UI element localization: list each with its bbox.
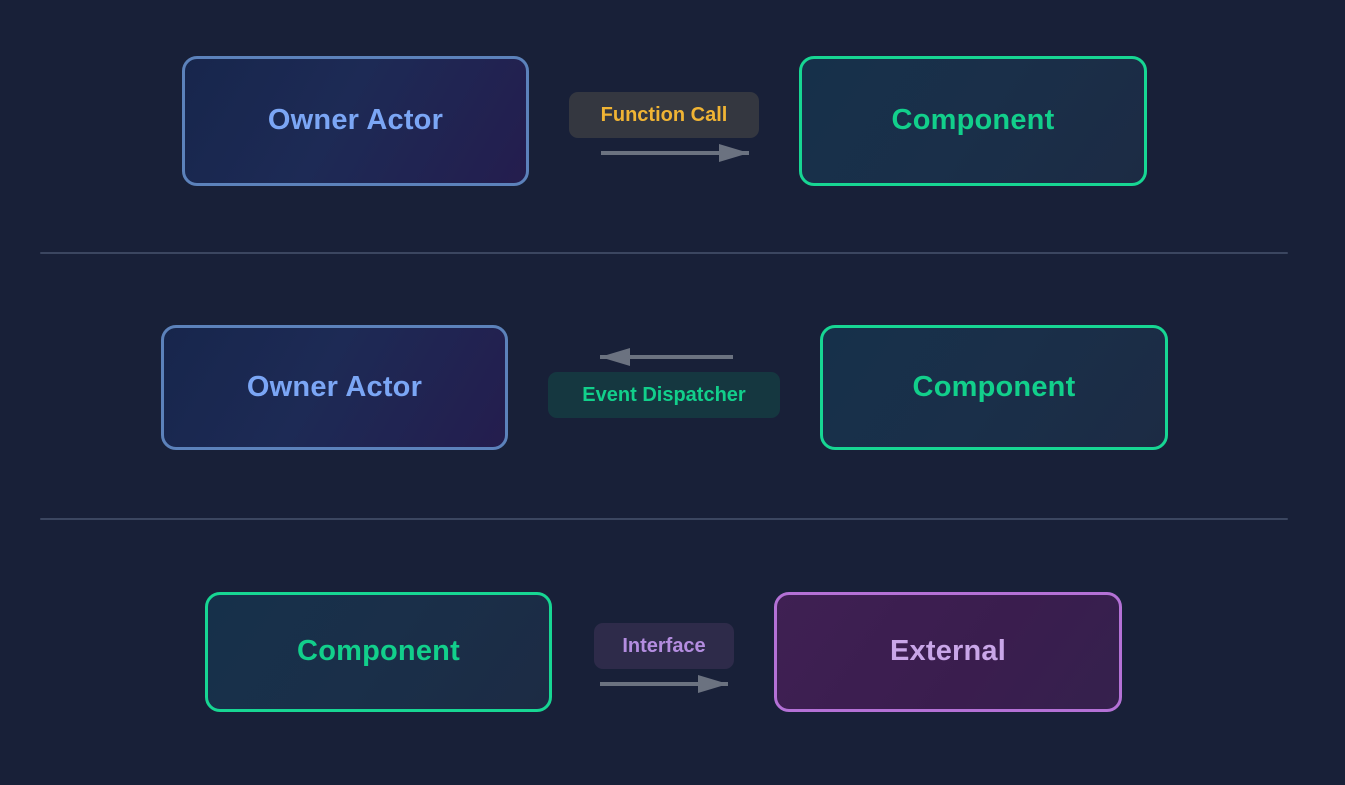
node-external-row3[interactable]: External <box>774 592 1122 712</box>
edge-label-interface[interactable]: Interface <box>594 623 734 669</box>
node-label: Owner Actor <box>246 370 423 403</box>
arrow-right-icon <box>600 675 728 693</box>
edge-label-function-call[interactable]: Function Call <box>569 92 759 138</box>
arrow-left-icon <box>600 348 733 366</box>
node-label: External <box>889 635 1007 668</box>
node-label: Component <box>912 370 1076 403</box>
node-label: Component <box>297 635 460 668</box>
edge-label-text: Interface <box>622 635 706 657</box>
node-owner-actor-row1[interactable]: Owner Actor <box>182 56 529 186</box>
edge-label-text: Event Dispatcher <box>582 384 746 406</box>
edge-function-call: Function Call <box>569 92 759 162</box>
edge-label-event-dispatcher[interactable]: Event Dispatcher <box>548 372 780 418</box>
edge-label-text: Function Call <box>600 104 728 126</box>
node-owner-actor-row2[interactable]: Owner Actor <box>161 325 508 450</box>
arrow-right-icon <box>601 144 749 162</box>
node-label: Owner Actor <box>267 104 444 137</box>
edge-interface: Interface <box>594 623 734 693</box>
section-divider-2 <box>40 518 1288 520</box>
section-divider-1 <box>40 252 1288 254</box>
node-component-row1[interactable]: Component <box>799 56 1147 186</box>
node-component-row2[interactable]: Component <box>820 325 1168 450</box>
node-component-row3[interactable]: Component <box>205 592 552 712</box>
node-label: Component <box>891 104 1055 137</box>
edge-event-dispatcher: Event Dispatcher <box>548 348 780 420</box>
